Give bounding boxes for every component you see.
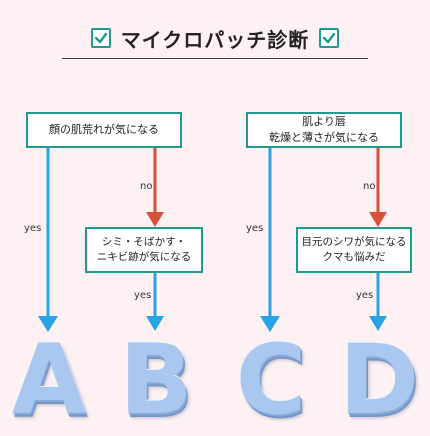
edge-label-yes-q2: yes: [134, 290, 152, 301]
question-box-q3: 肌より唇 乾燥と薄さが気になる: [246, 112, 402, 148]
arrow-q1-no-to-q2: [146, 147, 164, 227]
edge-label-yes-q3: yes: [246, 223, 264, 234]
edge-label-yes-q1: yes: [24, 223, 42, 234]
question-text-line2: ニキビ跡が気になる: [96, 251, 192, 263]
question-text-line2: クマも悩みだ: [322, 251, 386, 263]
question-box-q2: シミ・そばかす・ ニキビ跡が気になる: [85, 227, 203, 273]
result-letter-a: A: [11, 324, 87, 436]
question-text-line2: 乾燥と薄さが気になる: [269, 131, 379, 144]
checkbox-icon-right: [319, 28, 340, 48]
edge-label-no-q3: no: [363, 181, 376, 192]
question-text-line1: シミ・そばかす・: [101, 235, 187, 248]
question-box-q4: 目元のシワが気になる クマも悩みだ: [296, 227, 412, 273]
question-text-line1: 肌より唇: [302, 115, 346, 129]
edge-label-no-q1: no: [140, 181, 153, 192]
question-text: 顔の肌荒れが気になる: [49, 123, 159, 137]
arrow-q3-yes-to-c: [260, 147, 280, 332]
result-letter-d: D: [339, 324, 419, 436]
question-text-line1: 目元のシワが気になる: [301, 235, 407, 248]
result-letter-b: B: [119, 324, 193, 436]
result-letter-c: C: [235, 324, 307, 436]
arrow-q1-yes-to-a: [38, 147, 58, 332]
arrow-q2-yes-to-b: [146, 272, 164, 331]
page-title: マイクロパッチ診断: [120, 27, 310, 52]
arrow-q4-yes-to-d: [369, 272, 387, 331]
checkbox-icon-left: [90, 28, 111, 48]
question-box-q1: 顔の肌荒れが気になる: [26, 112, 182, 148]
arrow-q3-no-to-q4: [369, 147, 387, 227]
title-underline: [62, 58, 368, 59]
edge-label-yes-q4: yes: [356, 290, 374, 301]
title-bar: マイクロパッチ診断: [0, 18, 430, 58]
